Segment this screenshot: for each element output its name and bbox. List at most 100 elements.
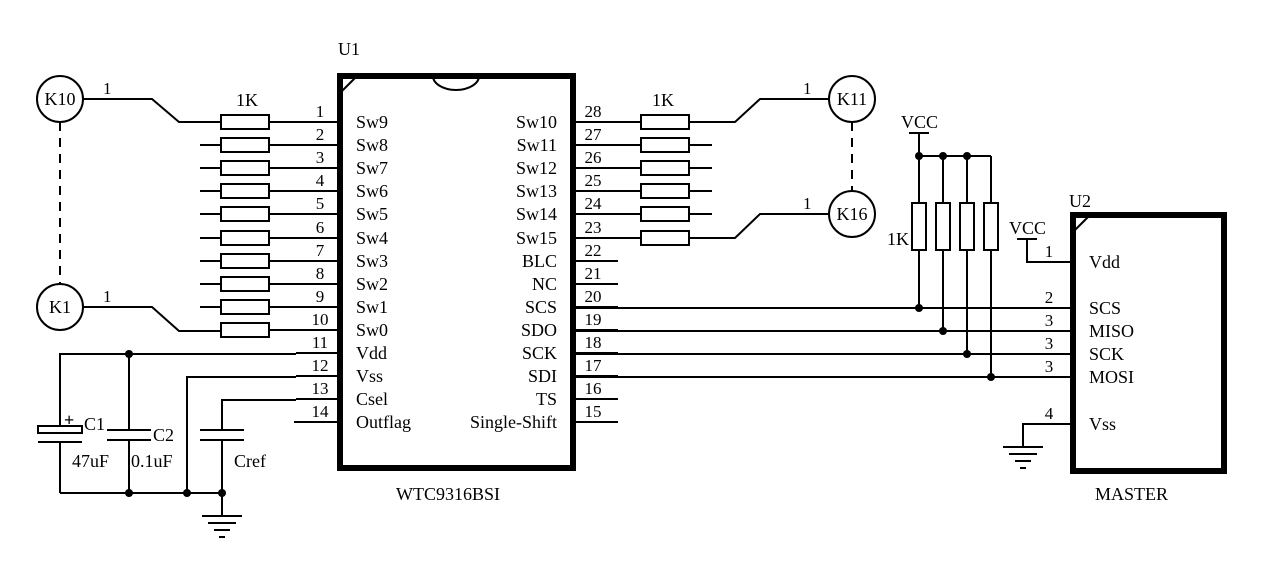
power-section: + C1 47uF C2 0.1uF Cref	[37, 350, 296, 538]
junction-pu-miso	[939, 327, 947, 335]
right-resistor-23	[640, 230, 690, 246]
u1-pin-num-7: 7	[316, 241, 325, 260]
u1-pin-num-11: 11	[312, 333, 328, 352]
c2-name: C2	[153, 425, 174, 445]
u1-pin-name-sw2: Sw2	[356, 274, 388, 294]
wire-k1-r10	[83, 306, 221, 332]
u1-pin-name-sck: SCK	[522, 343, 557, 363]
u1-pin-num-8: 8	[316, 264, 325, 283]
right-resistor-26	[640, 160, 690, 176]
u1-pin-num-12: 12	[312, 356, 329, 375]
vcc-pullup-label: VCC	[901, 112, 938, 132]
u1-ref-label: U1	[338, 39, 360, 59]
u1-pin-name-vdd: Vdd	[356, 343, 387, 363]
left-resistor-3	[220, 160, 270, 176]
u1-pin-num-3: 3	[316, 148, 325, 167]
u1-pin-num-1: 1	[316, 102, 325, 121]
u2-pin-num-vss: 4	[1045, 404, 1054, 423]
key-k16-label: K16	[837, 204, 868, 224]
u1-left-pins: 1Sw92Sw83Sw74Sw65Sw56Sw47Sw38Sw29Sw110Sw…	[294, 102, 411, 432]
u1-body	[337, 73, 576, 471]
u1-pin-num-28: 28	[585, 102, 602, 121]
u1-pin-name-sdo: SDO	[521, 320, 557, 340]
c1-plate-top	[37, 425, 83, 434]
left-resistor-1	[220, 114, 270, 130]
u2-pin-name-sck: SCK	[1089, 344, 1124, 364]
ground-symbol-left	[202, 493, 242, 538]
u1-part-label: WTC9316BSI	[396, 484, 500, 504]
left-resistor-value: 1K	[236, 90, 258, 110]
u2-pin-num-vdd: 1	[1045, 242, 1054, 261]
u1-pin-name-sw6: Sw6	[356, 181, 388, 201]
key-k10: K10	[36, 75, 84, 123]
u1-pin-name-vss: Vss	[356, 366, 383, 386]
key-k1-pin: 1	[103, 287, 112, 306]
key-k16: K16	[828, 190, 876, 238]
wire-vss	[186, 376, 296, 493]
wire-vcc-master	[1026, 239, 1073, 263]
junction-gnd-vss	[183, 489, 191, 497]
left-resistor-5	[220, 206, 270, 222]
u2-body	[1070, 212, 1227, 474]
right-resistor-27	[640, 137, 690, 153]
junction-pu-scs	[915, 304, 923, 312]
u1-pin-num-2: 2	[316, 125, 325, 144]
u2-chip: U2 MASTER VCC	[1003, 191, 1227, 504]
u1-pin-num-14: 14	[312, 402, 330, 421]
junction-pu-sck	[963, 350, 971, 358]
right-resistor-value: 1K	[652, 90, 674, 110]
u1-pin-num-22: 22	[585, 241, 602, 260]
key-k1-label: K1	[49, 297, 71, 317]
u2-pin-num-mosi: 3	[1045, 357, 1054, 376]
u1-pin-name-sw3: Sw3	[356, 251, 388, 271]
u1-pin-name-sw4: Sw4	[356, 228, 388, 248]
junction-vdd-c2	[125, 350, 133, 358]
u2-pin-name-vdd: Vdd	[1089, 252, 1120, 272]
u1-pin-num-23: 23	[585, 218, 602, 237]
u2-pin-name-mosi: MOSI	[1089, 367, 1134, 387]
u1-pin-name-sw1: Sw1	[356, 297, 388, 317]
u1-pin-name-scs: SCS	[525, 297, 557, 317]
u1-pin-name-sw15: Sw15	[516, 228, 557, 248]
u1-pin-name-nc: NC	[532, 274, 557, 294]
u1-pin-name-single-shift: Single-Shift	[470, 412, 557, 432]
left-resistor-9	[220, 299, 270, 315]
u1-pin-num-16: 16	[585, 379, 602, 398]
u1-pin-num-26: 26	[585, 148, 602, 167]
pullup-resistor-3	[959, 202, 975, 251]
u2-part-label: MASTER	[1095, 484, 1168, 504]
u1-pin-num-20: 20	[585, 287, 602, 306]
left-resistor-10	[220, 322, 270, 338]
wire-k11-r28	[689, 98, 829, 123]
spi-bus	[573, 304, 1073, 381]
key-k11-pin: 1	[803, 79, 812, 98]
u1-pin-name-sw13: Sw13	[516, 181, 557, 201]
u2-pin-num-miso: 3	[1045, 311, 1054, 330]
u1-pin-num-25: 25	[585, 171, 602, 190]
left-resistor-8	[220, 276, 270, 292]
u1-pin-name-outflag: Outflag	[356, 412, 411, 432]
u1-chip: U1 WTC9316BSI	[337, 39, 576, 504]
u2-pin-name-vss: Vss	[1089, 414, 1116, 434]
u1-pin-name-sw12: Sw12	[516, 158, 557, 178]
wire-k16-r23	[689, 213, 829, 239]
u2-pin-name-scs: SCS	[1089, 298, 1121, 318]
right-resistor-25	[640, 183, 690, 199]
u1-pin-name-ts: TS	[536, 389, 557, 409]
u1-pin-num-18: 18	[585, 333, 602, 352]
c1-plus-sign: +	[64, 410, 74, 430]
cref-name: Cref	[234, 451, 266, 471]
pullup-value: 1K	[887, 229, 909, 249]
left-resistor-6	[220, 230, 270, 246]
u2-ref-label: U2	[1069, 191, 1091, 211]
u1-pin1-marker	[339, 75, 358, 94]
u1-right-pins: 28Sw1027Sw1126Sw1225Sw1324Sw1423Sw1522BL…	[470, 102, 618, 432]
u1-pin-num-15: 15	[585, 402, 602, 421]
u1-pin-num-9: 9	[316, 287, 325, 306]
wire-k10-r1	[83, 98, 221, 123]
u1-pin-num-4: 4	[316, 171, 325, 190]
u1-pin-num-17: 17	[585, 356, 603, 375]
c1-value: 47uF	[72, 451, 109, 471]
u1-pin-name-sw14: Sw14	[516, 204, 557, 224]
